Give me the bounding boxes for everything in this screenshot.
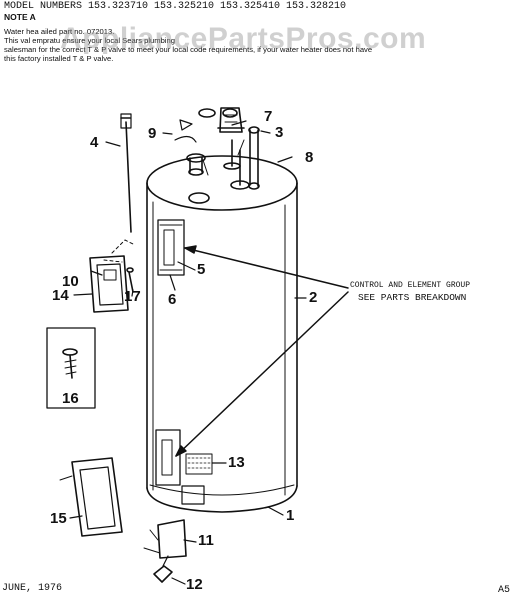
watermark: AppliancePartsPros.com — [60, 22, 427, 55]
leader-lines — [69, 120, 307, 585]
note-line-3: salesman for the correct T & P valve to … — [4, 45, 373, 54]
callout-10: 10 — [62, 273, 79, 290]
callout-17: 17 — [124, 288, 141, 305]
callout-4: 4 — [90, 134, 99, 151]
callout-14: 14 — [52, 287, 69, 304]
tank — [146, 155, 298, 513]
drain-area — [143, 485, 205, 583]
group-arrows — [175, 245, 349, 457]
screw-box — [46, 327, 96, 409]
callout-7: 7 — [264, 108, 273, 125]
callout-15: 15 — [50, 510, 67, 527]
anode-rod — [120, 113, 132, 233]
callout-2: 2 — [309, 289, 318, 306]
callout-6: 6 — [168, 291, 177, 308]
callout-5: 5 — [197, 261, 206, 278]
upper-cover — [89, 255, 129, 313]
note-title: NOTE A — [4, 12, 36, 22]
note-line-2: This val empratu ensure your local Sears… — [4, 36, 175, 45]
group-label: CONTROL AND ELEMENT GROUP — [350, 281, 471, 290]
callout-16: 16 — [62, 390, 79, 407]
insulation-pad — [185, 453, 213, 475]
see-parts-label: SEE PARTS BREAKDOWN — [358, 292, 467, 303]
note-line-1: Water hea ailed part no. 072013. — [4, 27, 115, 36]
callout-8: 8 — [305, 149, 314, 166]
callout-12: 12 — [186, 576, 203, 593]
upper-panel — [103, 219, 185, 276]
top-fittings — [174, 107, 260, 204]
callout-1: 1 — [286, 507, 295, 524]
callout-13: 13 — [228, 454, 245, 471]
callout-9: 9 — [148, 125, 157, 142]
callout-3: 3 — [275, 124, 284, 141]
note-line-4: this factory installed T & P valve. — [4, 54, 114, 63]
lower-panel — [59, 429, 181, 537]
date-footer: JUNE, 1976 — [2, 583, 63, 594]
model-numbers: MODEL NUMBERS 153.323710 153.325210 153.… — [4, 1, 347, 12]
page-number: A5 — [498, 585, 511, 596]
screw — [126, 267, 134, 293]
callout-11: 11 — [198, 532, 214, 549]
